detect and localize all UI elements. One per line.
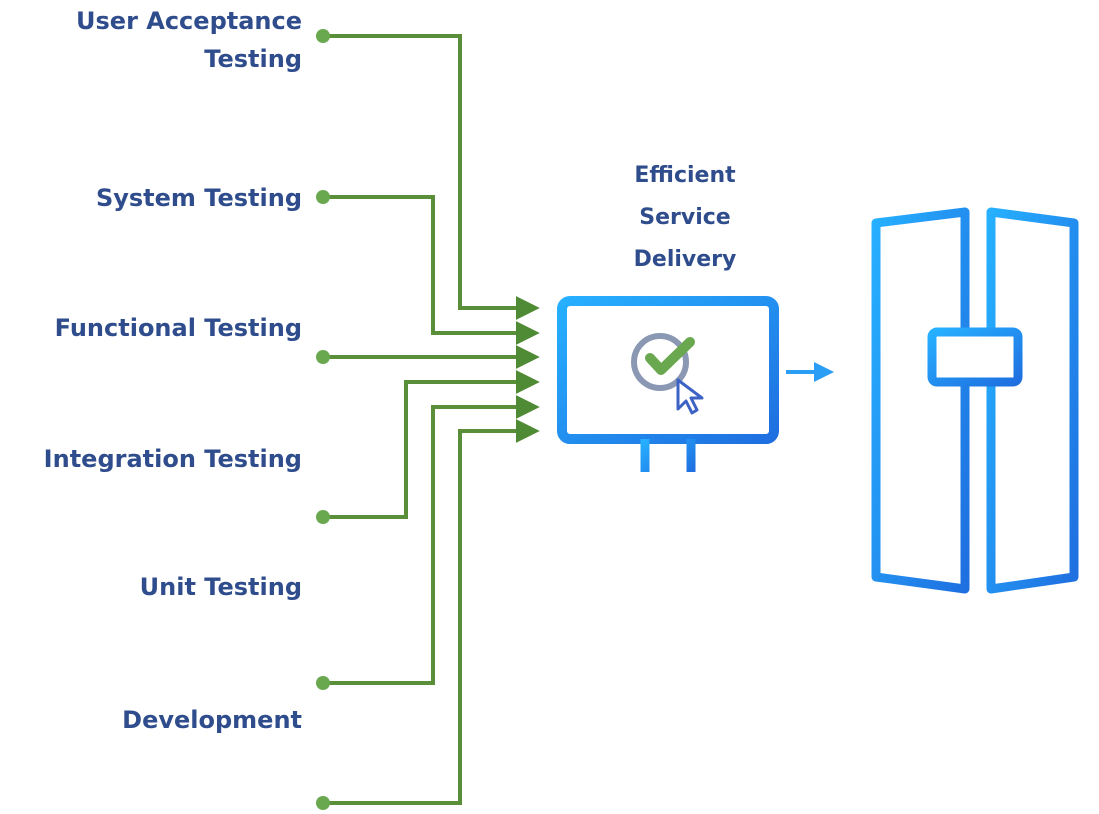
stage-label-functional: Functional Testing (54, 314, 302, 342)
output-title-line: Delivery (633, 247, 737, 272)
stage-label-integration: Integration Testing (43, 445, 302, 473)
dot-unit (316, 676, 330, 690)
output-title-line: Service (639, 205, 731, 230)
connector-dots (316, 29, 330, 810)
cursor-icon (676, 378, 704, 415)
server-rack-icon (848, 207, 1099, 594)
stage-label-system: System Testing (95, 184, 302, 212)
connector-integration (323, 370, 540, 519)
monitor-icon (557, 296, 779, 488)
stage-label-line: User Acceptance (76, 7, 302, 35)
dot-user-acceptance (316, 29, 330, 43)
output-title: Efficient Service Delivery (580, 155, 790, 281)
dot-functional (316, 350, 330, 364)
connector-development (323, 419, 540, 805)
stage-label-user-acceptance: User Acceptance Testing (76, 2, 302, 78)
output-title-line: Efficient (634, 163, 736, 188)
connector-user-acceptance (323, 34, 540, 320)
stage-label-line: Testing (204, 45, 302, 73)
stage-label-unit: Unit Testing (139, 573, 302, 601)
checkmark-icon (631, 333, 695, 391)
stage-label-development: Development (122, 706, 302, 734)
dot-development (316, 796, 330, 810)
dot-integration (316, 510, 330, 524)
connectors (323, 34, 540, 805)
connector-unit (323, 395, 540, 685)
connector-system (323, 195, 540, 345)
dot-system (316, 190, 330, 204)
